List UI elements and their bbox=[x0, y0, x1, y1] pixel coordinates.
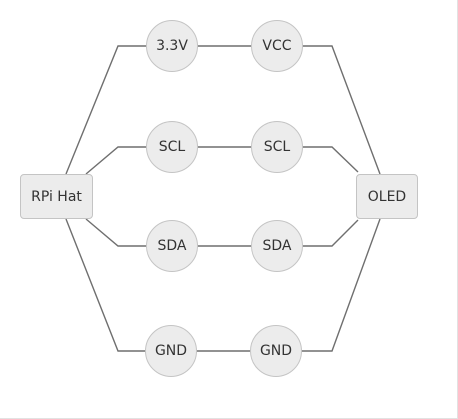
node-rpi-hat-label: RPi Hat bbox=[31, 188, 82, 205]
node-rpi-gnd-label: GND bbox=[154, 343, 188, 359]
edge-rpi-to-sda-left bbox=[85, 218, 146, 247]
edge-vcc-to-oled bbox=[303, 45, 381, 175]
node-oled-gnd: GND bbox=[250, 325, 302, 377]
node-oled-gnd-label: GND bbox=[259, 343, 293, 359]
node-oled-sda-label: SDA bbox=[262, 238, 292, 254]
edge-sda-right-to-oled bbox=[303, 219, 359, 247]
node-rpi-3v3-label: 3.3V bbox=[156, 38, 188, 54]
node-rpi-gnd: GND bbox=[145, 325, 197, 377]
node-oled-sda: SDA bbox=[251, 220, 303, 272]
node-oled-scl-label: SCL bbox=[263, 139, 291, 155]
node-oled: OLED bbox=[356, 174, 418, 219]
edge-rpi-to-scl-left bbox=[85, 146, 146, 175]
edge-rpi-to-3v3 bbox=[65, 45, 146, 175]
node-rpi-scl: SCL bbox=[146, 121, 198, 173]
node-oled-scl: SCL bbox=[251, 121, 303, 173]
node-rpi-3v3: 3.3V bbox=[146, 20, 198, 72]
node-rpi-scl-label: SCL bbox=[158, 139, 186, 155]
node-oled-label: OLED bbox=[367, 188, 407, 205]
edge-rpi-to-gnd-left bbox=[65, 218, 145, 352]
node-rpi-sda-label: SDA bbox=[157, 238, 187, 254]
node-oled-vcc-label: VCC bbox=[262, 38, 292, 54]
node-rpi-hat: RPi Hat bbox=[20, 174, 93, 219]
edge-gnd-right-to-oled bbox=[302, 218, 381, 352]
edge-scl-right-to-oled bbox=[303, 146, 359, 173]
node-rpi-sda: SDA bbox=[146, 220, 198, 272]
node-oled-vcc: VCC bbox=[251, 20, 303, 72]
